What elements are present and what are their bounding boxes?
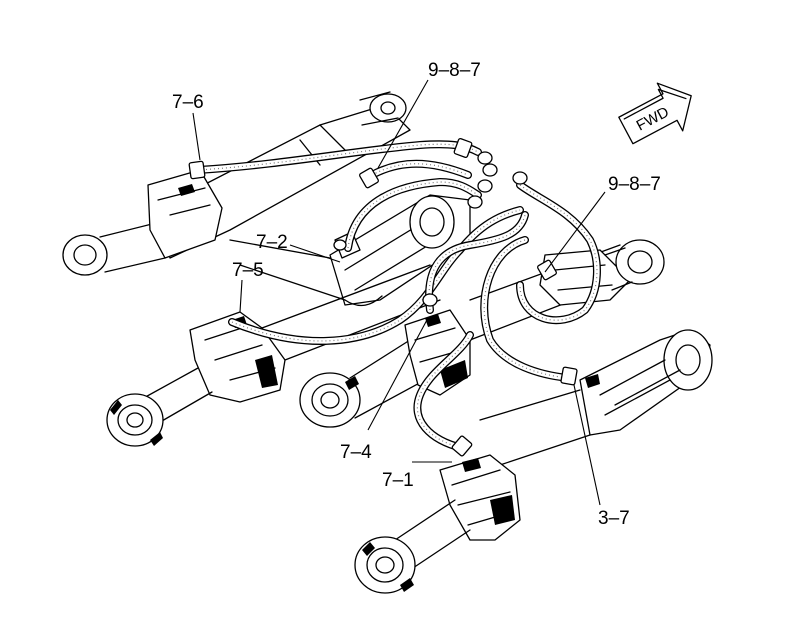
bottom-center-actuator <box>354 454 521 594</box>
callout-3-7: 3–7 <box>598 508 630 529</box>
callouts: 7–6 9–8–7 9–8–7 7–2 7–5 7–4 7–1 3–7 <box>172 60 661 529</box>
callout-9-8-7-upper: 9–8–7 <box>428 60 481 81</box>
callout-7-5: 7–5 <box>232 260 264 281</box>
upper-left-actuator <box>62 91 411 276</box>
leader-lines <box>192 79 606 506</box>
callout-7-6: 7–6 <box>172 92 204 113</box>
callout-7-2: 7–2 <box>256 232 288 253</box>
lower-right-actuator <box>479 329 713 466</box>
right-actuator <box>539 239 665 306</box>
hydraulic-hoses <box>194 140 601 452</box>
callout-9-8-7-right: 9–8–7 <box>608 174 661 195</box>
hose-fittings <box>188 138 578 457</box>
callout-7-4: 7–4 <box>340 442 372 463</box>
callout-7-1: 7–1 <box>382 470 414 491</box>
fwd-direction-arrow: FWD <box>618 82 692 145</box>
